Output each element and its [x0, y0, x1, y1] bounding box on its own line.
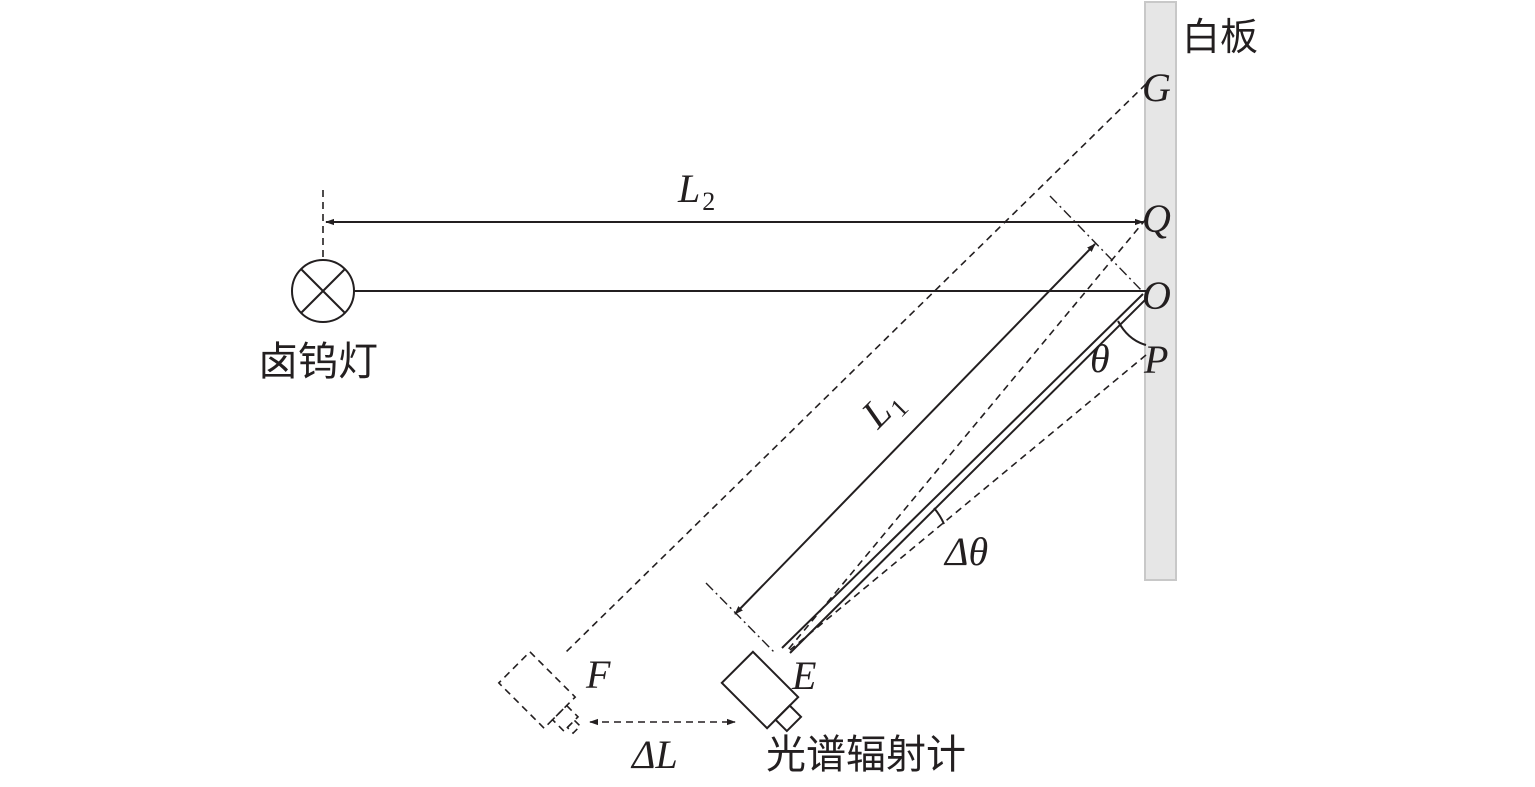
l2-label-sub: 2 [702, 187, 715, 216]
point-g-label: G [1142, 65, 1171, 110]
point-f-label: F [585, 652, 611, 697]
delta-theta-arc [933, 507, 945, 525]
perpendicular-line-o [1049, 195, 1144, 293]
l1-label: L1 [852, 378, 914, 440]
theta-label: θ [1090, 336, 1110, 381]
measurement-line-upper [781, 293, 1144, 649]
point-o-label: O [1142, 273, 1171, 318]
measurement-line-g-f [565, 83, 1147, 653]
l1-dimension-arrow [734, 243, 1096, 615]
whiteboard-label: 白板 [1182, 15, 1258, 59]
spectroradiometer-shifted-icon [497, 650, 582, 735]
spectroradiometer-icon [720, 650, 803, 733]
measurement-line-q-e [786, 218, 1147, 652]
l2-label-main: L [677, 166, 700, 211]
spectroradiometer-label: 光谱辐射计 [766, 732, 966, 778]
delta-theta-label: Δθ [943, 529, 988, 574]
perpendicular-line-e [705, 582, 777, 655]
point-e-label: E [791, 653, 816, 698]
delta-l-label: ΔL [630, 732, 678, 777]
theta-arc [1117, 320, 1147, 346]
point-q-label: Q [1142, 196, 1171, 241]
l2-label: L2 [677, 166, 715, 216]
lamp-label: 卤钨灯 [258, 339, 378, 385]
halogen-lamp-icon [291, 259, 355, 323]
point-p-label: P [1143, 337, 1168, 382]
